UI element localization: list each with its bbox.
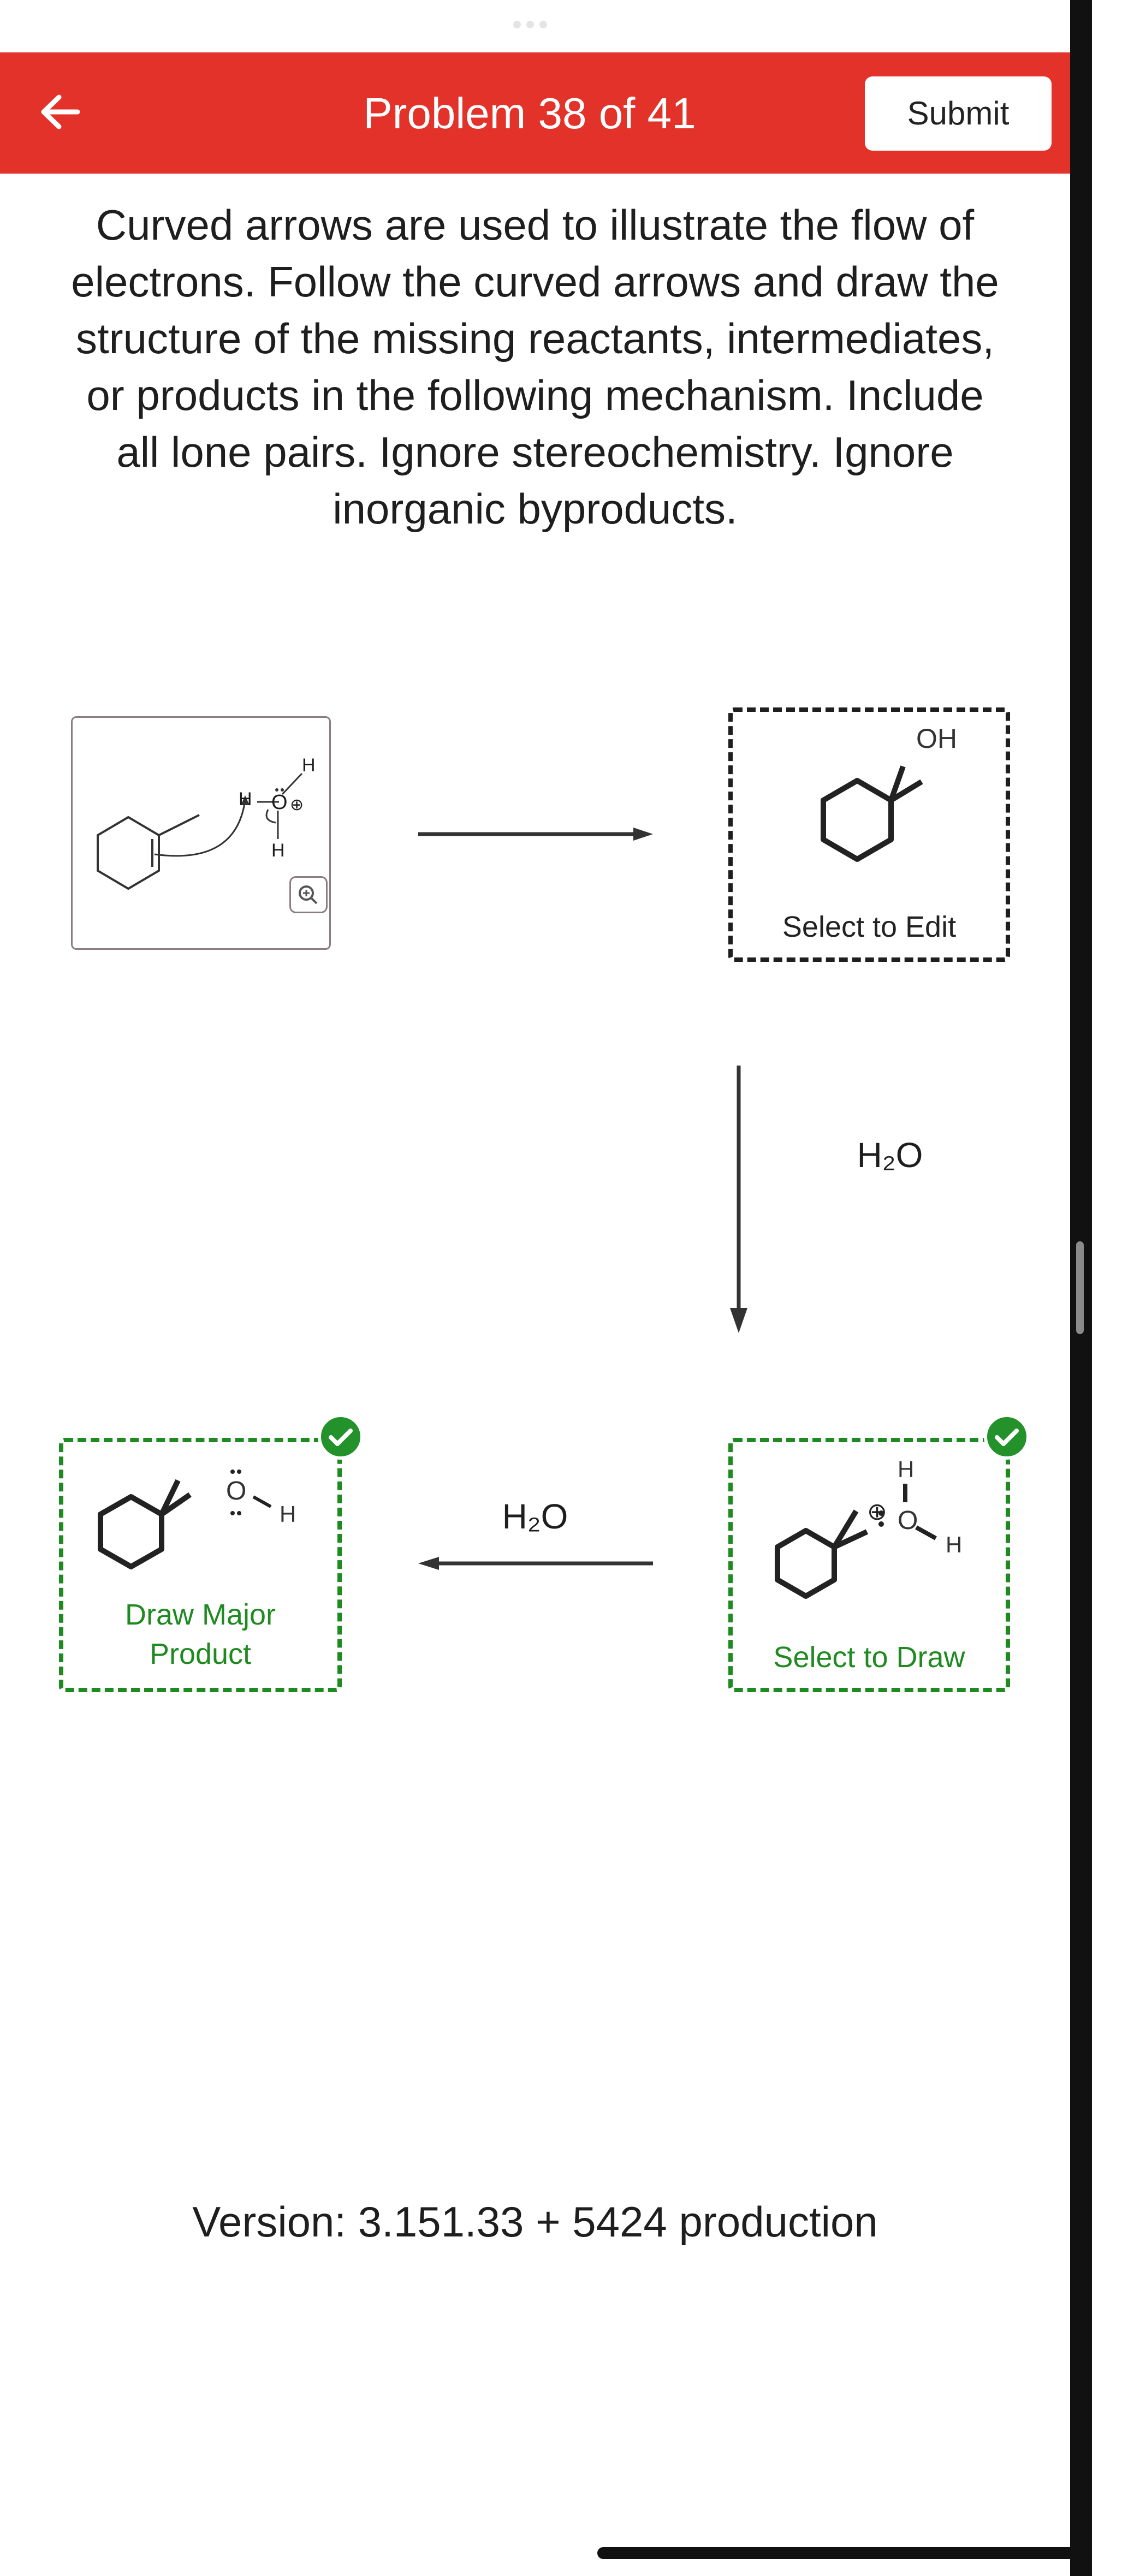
neutral-alcohol-structure	[98, 1470, 272, 1569]
zoom-button[interactable]	[289, 876, 328, 913]
problem-instructions: Curved arrows are used to illustrate the…	[71, 201, 999, 533]
atom-h: H	[302, 755, 316, 776]
atom-h: H	[239, 789, 252, 810]
atom-h: H	[280, 1501, 296, 1527]
atom-h: H	[898, 1456, 915, 1482]
reagent-water-down: H₂O	[857, 1135, 923, 1175]
protonated-alcohol-box[interactable]: H O ⊕ H Select to Draw	[728, 1438, 1010, 1692]
atom-h: H	[271, 840, 285, 861]
atom-o: O	[271, 791, 288, 814]
reagent-water-left: H₂O	[502, 1497, 568, 1536]
multitask-indicator	[513, 21, 559, 29]
problem-title: Problem 38 of 41	[363, 89, 696, 138]
oxonium-structure	[775, 1484, 937, 1599]
intermediate-carbocation-box[interactable]: OH Select to Edit	[728, 707, 1010, 962]
draw-major-product-label: Draw Major Product	[63, 1595, 337, 1674]
reactant-thumbnail[interactable]: H H O ⊕ H	[71, 716, 331, 950]
label-line: Product	[149, 1638, 252, 1670]
major-product-box[interactable]: O H Draw Major Product	[59, 1438, 342, 1692]
submit-button[interactable]: Submit	[865, 76, 1052, 151]
magnifier-icon	[299, 885, 318, 905]
select-to-draw-label: Select to Draw	[773, 1641, 965, 1674]
home-indicator[interactable]	[597, 2547, 1089, 2559]
reaction-arrow-right	[418, 828, 653, 841]
positive-charge: ⊕	[290, 796, 304, 814]
select-to-edit-label: Select to Edit	[782, 911, 957, 943]
reactant-structure	[97, 772, 303, 890]
reaction-arrow-left	[418, 1557, 653, 1570]
secondary-app-panel	[1092, 0, 1140, 2576]
check-circle-icon	[318, 1414, 364, 1460]
arrow-left-icon	[41, 94, 80, 129]
split-view-handle[interactable]	[1076, 1241, 1084, 1334]
reaction-arrow-down	[730, 1066, 747, 1333]
positive-charge: ⊕	[867, 1498, 887, 1525]
label-line: Draw Major	[124, 1598, 276, 1631]
version-text: Version: 3.151.33 + 5424 production	[192, 2198, 878, 2246]
atom-h: H	[946, 1532, 963, 1557]
atom-o: O	[898, 1506, 918, 1535]
tertiary-alcohol-structure	[821, 765, 923, 862]
back-button[interactable]	[33, 82, 87, 142]
hydroxyl-label: OH	[916, 723, 957, 754]
atom-o: O	[226, 1477, 247, 1506]
check-circle-icon	[984, 1414, 1030, 1460]
